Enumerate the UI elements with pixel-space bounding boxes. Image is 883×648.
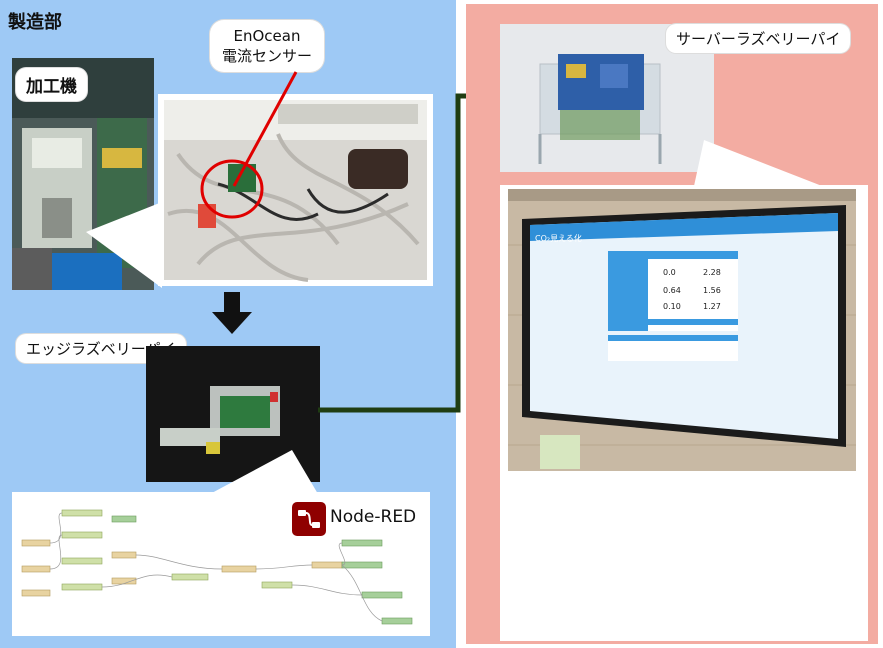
sensor-label: EnOcean 電流センサー <box>210 20 325 72</box>
sensor-pointer-line <box>232 71 298 187</box>
down-arrow-icon <box>212 292 252 334</box>
wiring-photo <box>158 94 433 286</box>
node-red-logo-icon <box>292 502 326 536</box>
node-red-label: Node-RED <box>330 507 417 527</box>
server-pi-label: サーバーラズベリーパイ <box>666 24 851 53</box>
sensor-label-line2: 電流センサー <box>222 47 313 65</box>
dashboard-value-3b: 1.27 <box>703 302 721 311</box>
server-pi-callout <box>694 140 822 186</box>
monitor-photo <box>500 185 868 641</box>
manufacturing-title: 製造部 <box>8 12 62 33</box>
sensor-label-line1: EnOcean <box>233 27 301 45</box>
node-red-flow <box>12 492 430 636</box>
dashboard-value-1b: 2.28 <box>703 268 721 277</box>
dashboard-value-2a: 0.64 <box>663 286 681 295</box>
dashboard-value-1a: 0.0 <box>663 268 676 277</box>
dashboard-value-2b: 1.56 <box>703 286 721 295</box>
edge-pi-callout <box>210 450 318 494</box>
machine-label: 加工機 <box>16 68 87 101</box>
machine-callout <box>86 202 162 288</box>
dashboard-header: CO₂見える化 <box>535 234 582 243</box>
dashboard-value-3a: 0.10 <box>663 302 681 311</box>
